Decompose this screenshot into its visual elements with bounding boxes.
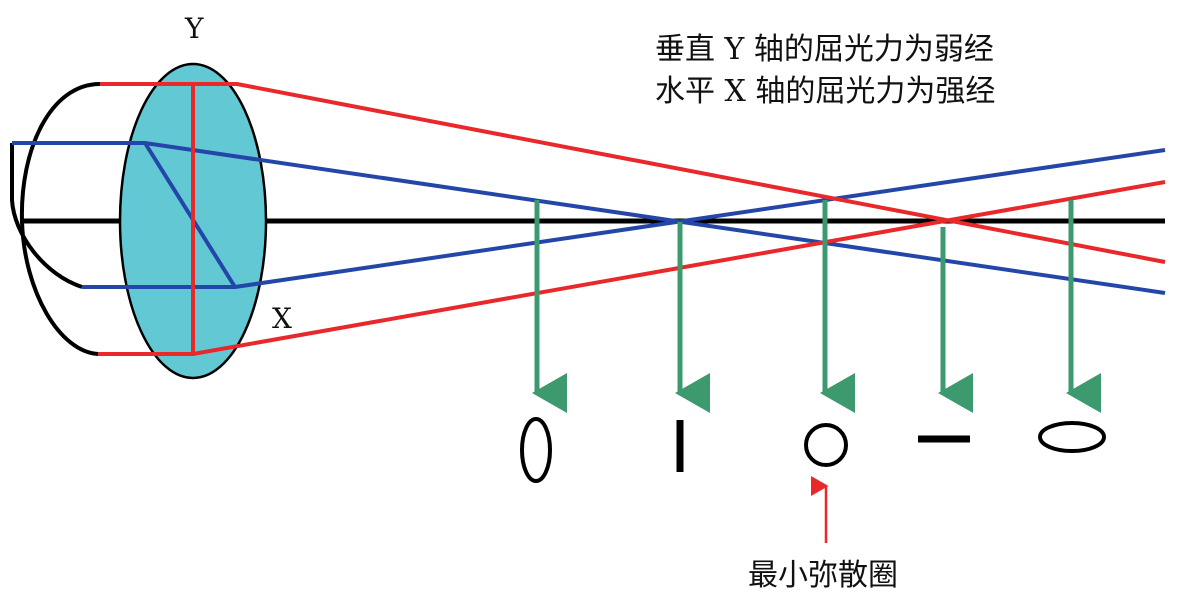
ray-red-top <box>100 82 1166 264</box>
caption-line-2: 水平 X 轴的屈光力为强经 <box>655 74 996 109</box>
blur-shape-least-confusion-circle <box>804 423 848 467</box>
x-meridian-diagonal <box>143 141 237 289</box>
toric-back-curve <box>19 82 101 356</box>
blur-shape-vertical-ellipse <box>520 417 552 483</box>
x-axis-label: X <box>272 302 292 335</box>
least-confusion-circle-label: 最小弥散圈 <box>748 558 898 593</box>
caption-line-1: 垂直 Y 轴的屈光力为弱经 <box>655 32 994 67</box>
y-axis-label: Y <box>185 12 204 45</box>
blur-shape-horizontal-ellipse <box>1038 421 1106 453</box>
toric-back-curve-horizontal <box>10 143 83 289</box>
